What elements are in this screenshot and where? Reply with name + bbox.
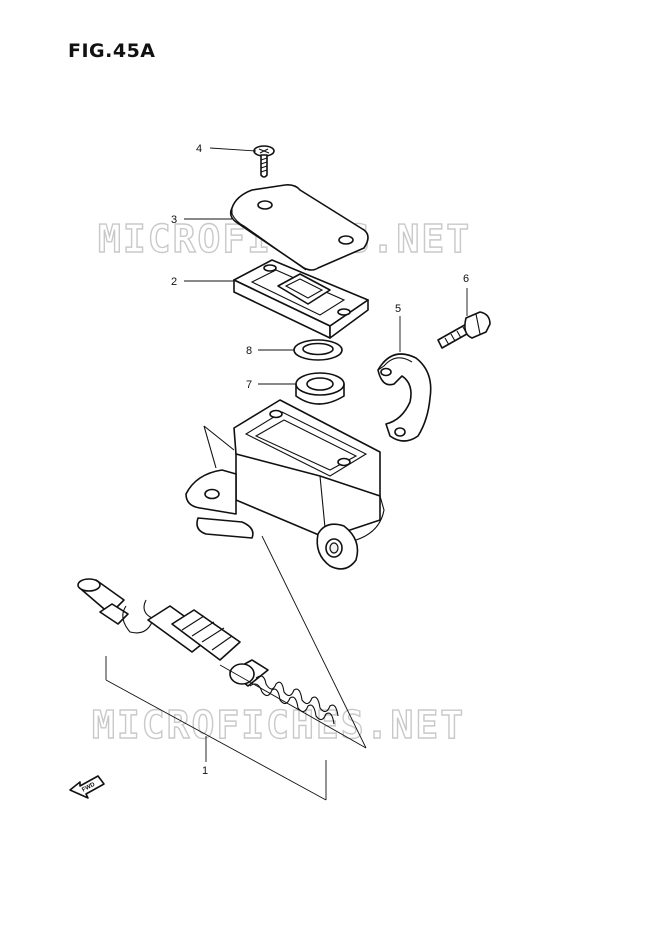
callout-8: 8 <box>246 345 252 357</box>
callout-6: 6 <box>463 273 469 285</box>
float-part[interactable] <box>295 372 345 405</box>
watermark-bottom: MICROFICHES.NET <box>92 703 465 747</box>
holder-clamp-part[interactable] <box>377 353 432 442</box>
screw-part[interactable] <box>253 145 275 178</box>
callout-1: 1 <box>202 765 208 777</box>
bolt-part[interactable] <box>437 311 491 349</box>
callout-5: 5 <box>395 303 401 315</box>
figure-title: FIG.45A <box>68 40 156 62</box>
callout-7: 7 <box>246 379 252 391</box>
callout-4: 4 <box>196 143 202 155</box>
leader-lines <box>105 147 468 801</box>
diaphragm-part[interactable] <box>233 259 369 339</box>
callout-3: 3 <box>171 214 177 226</box>
fwd-arrow-icon: FWD <box>69 775 105 799</box>
piston-kit-part[interactable] <box>77 578 339 725</box>
reservoir-cap-part[interactable] <box>229 184 369 271</box>
callout-2: 2 <box>171 276 177 288</box>
master-cylinder-body[interactable] <box>185 399 385 570</box>
plate-ring-part[interactable] <box>293 339 343 361</box>
